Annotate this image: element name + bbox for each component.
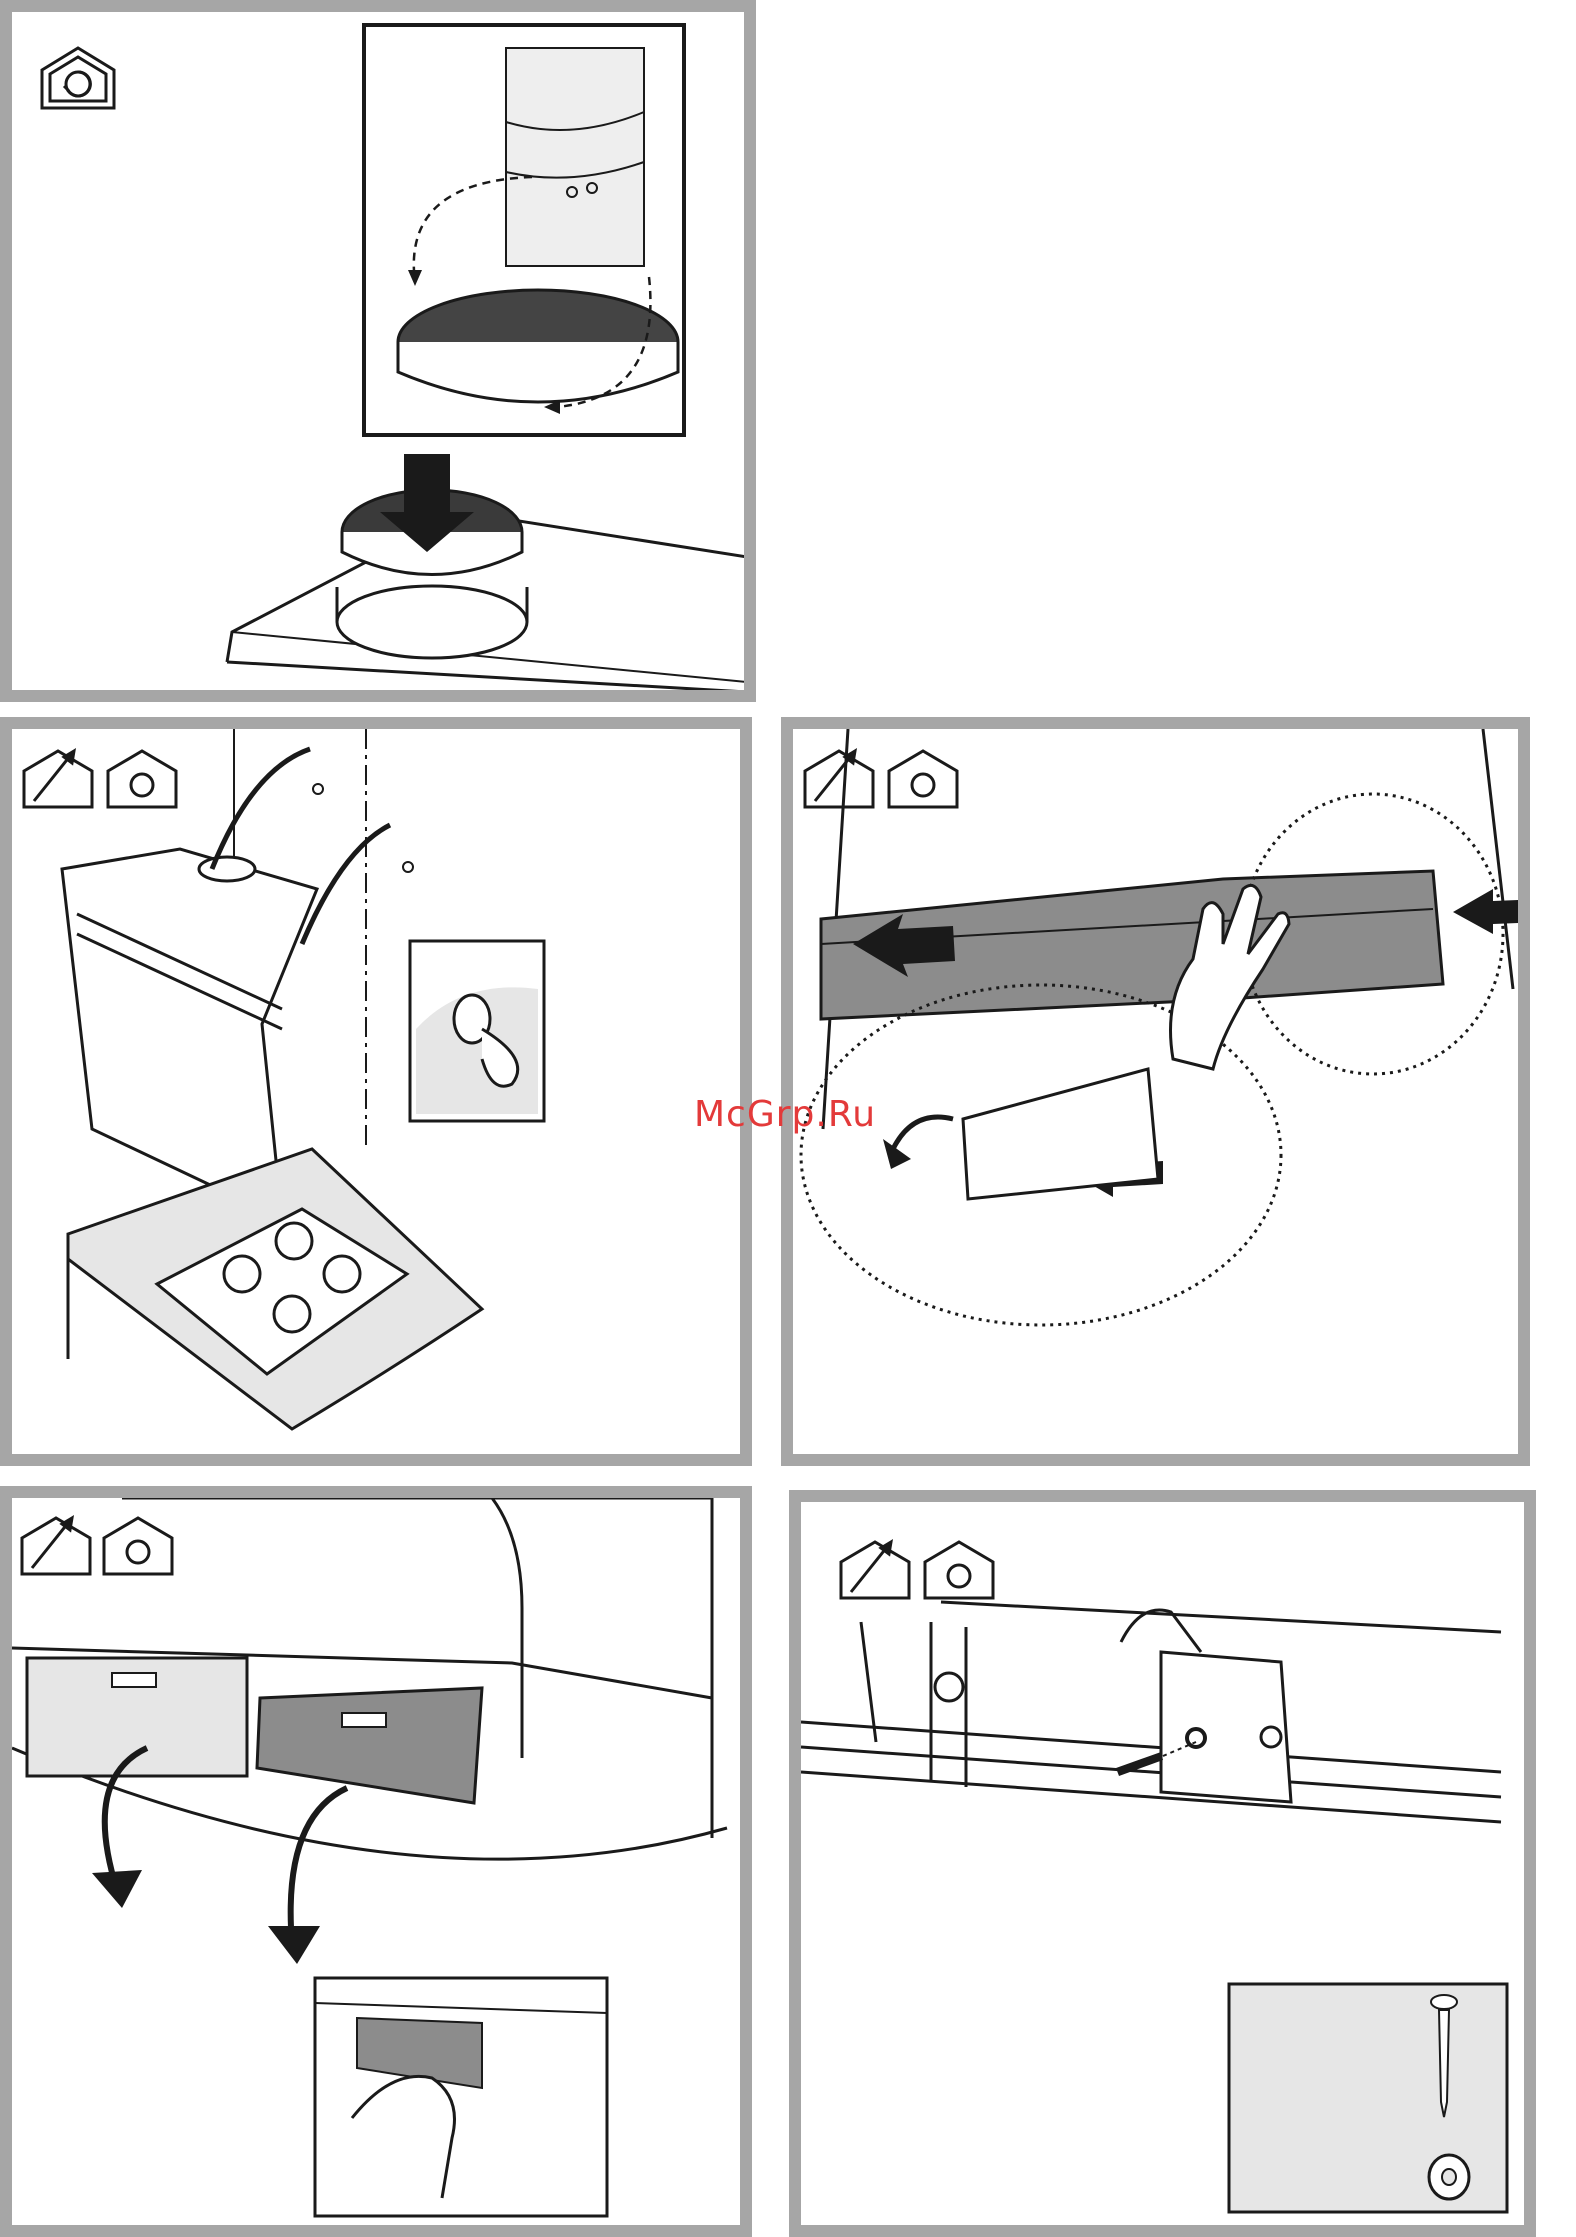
panel-hood-wall-mount [0,717,752,1466]
worktop-with-hob [68,1149,482,1429]
front-trim-illustration [793,729,1518,1454]
bracket-screw-illustration [801,1502,1524,2225]
filter-detail-inset [364,25,684,435]
panel-carbon-filter-install [0,0,756,702]
grease-filter-right [257,1688,482,1803]
curved-arrow-icon [268,1926,320,1964]
extraction-mode-icon [841,1542,909,1598]
panel-front-trim-fitting [781,717,1530,1466]
screw-detail-inset [410,941,544,1121]
curved-arrow-icon [92,1870,142,1908]
hood-mount-illustration [12,729,740,1454]
screw-and-washer-detail-inset [1229,1984,1507,2212]
panel-bracket-screw-fixing [789,1490,1536,2237]
extraction-mode-icon [24,751,92,807]
grease-filter-illustration [12,1498,740,2225]
recirculation-mode-icon [889,751,957,807]
watermark-text: McGrp.Ru [694,1094,876,1135]
carbon-filter-illustration [12,12,744,690]
extraction-mode-icon [22,1518,90,1574]
left-arrow-icon [1453,889,1518,934]
filter-latch-detail-inset [315,1978,607,2216]
extraction-mode-icon [805,751,873,807]
recirculation-mode-icon [925,1542,993,1598]
recirculation-mode-icon [104,1518,172,1574]
recirculation-mode-icon [42,48,114,108]
hood-top-with-filter [227,490,744,690]
recirculation-mode-icon [108,751,176,807]
panel-grease-filter-removal [0,1486,752,2237]
